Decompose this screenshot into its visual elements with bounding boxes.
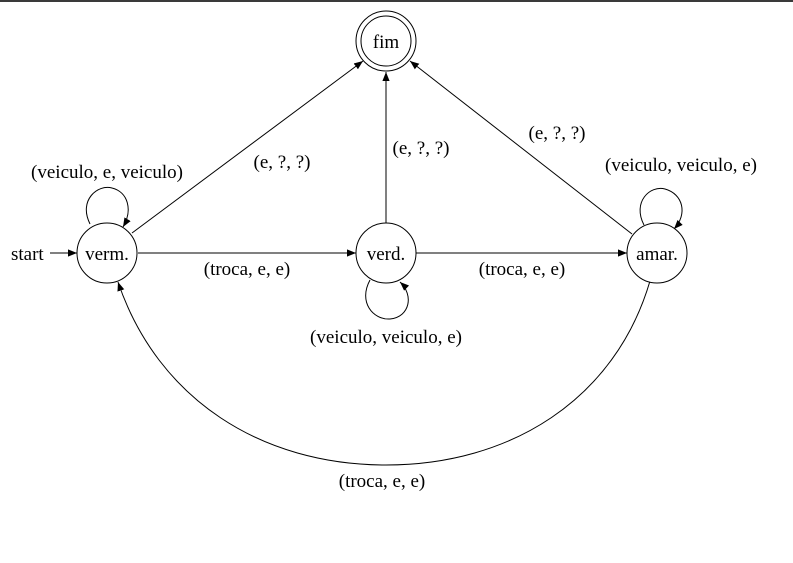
state-label-verm: verm. [85, 244, 129, 265]
label-amar-fim: (e, ?, ?) [529, 123, 586, 144]
accepting-inner-ring [360, 15, 412, 67]
label-verm-self: (veiculo, e, veiculo) [31, 162, 183, 183]
state-verd: verd. [355, 222, 417, 284]
loop-amar [639, 187, 683, 230]
label-verd-fim: (e, ?, ?) [393, 138, 450, 159]
label-amar-self: (veiculo, veiculo, e) [605, 155, 757, 176]
state-label-verd: verd. [367, 244, 406, 265]
edge-amar-fim [409, 60, 633, 235]
state-label-fim: fim [373, 32, 400, 53]
label-verd-amar: (troca, e, e) [479, 259, 566, 280]
loop-verm [85, 186, 131, 228]
state-circle-verd [355, 222, 417, 284]
state-circle-amar [626, 222, 688, 284]
top-border [0, 0, 793, 2]
state-amar: amar. [626, 222, 688, 284]
label-verm-fim: (e, ?, ?) [254, 152, 311, 173]
start-label: start [11, 244, 44, 265]
state-label-amar: amar. [636, 244, 678, 265]
loop-verd [365, 279, 410, 320]
edge-verm-fim [131, 60, 364, 234]
state-fim: fim [355, 10, 417, 72]
state-circle-verm [76, 222, 138, 284]
label-verd-self: (veiculo, veiculo, e) [310, 327, 462, 348]
edge-amar-verm [117, 280, 651, 466]
label-amar-verm: (troca, e, e) [339, 471, 426, 492]
edges [50, 60, 683, 466]
label-verm-verd: (troca, e, e) [204, 259, 291, 280]
state-verm: verm. [76, 222, 138, 284]
